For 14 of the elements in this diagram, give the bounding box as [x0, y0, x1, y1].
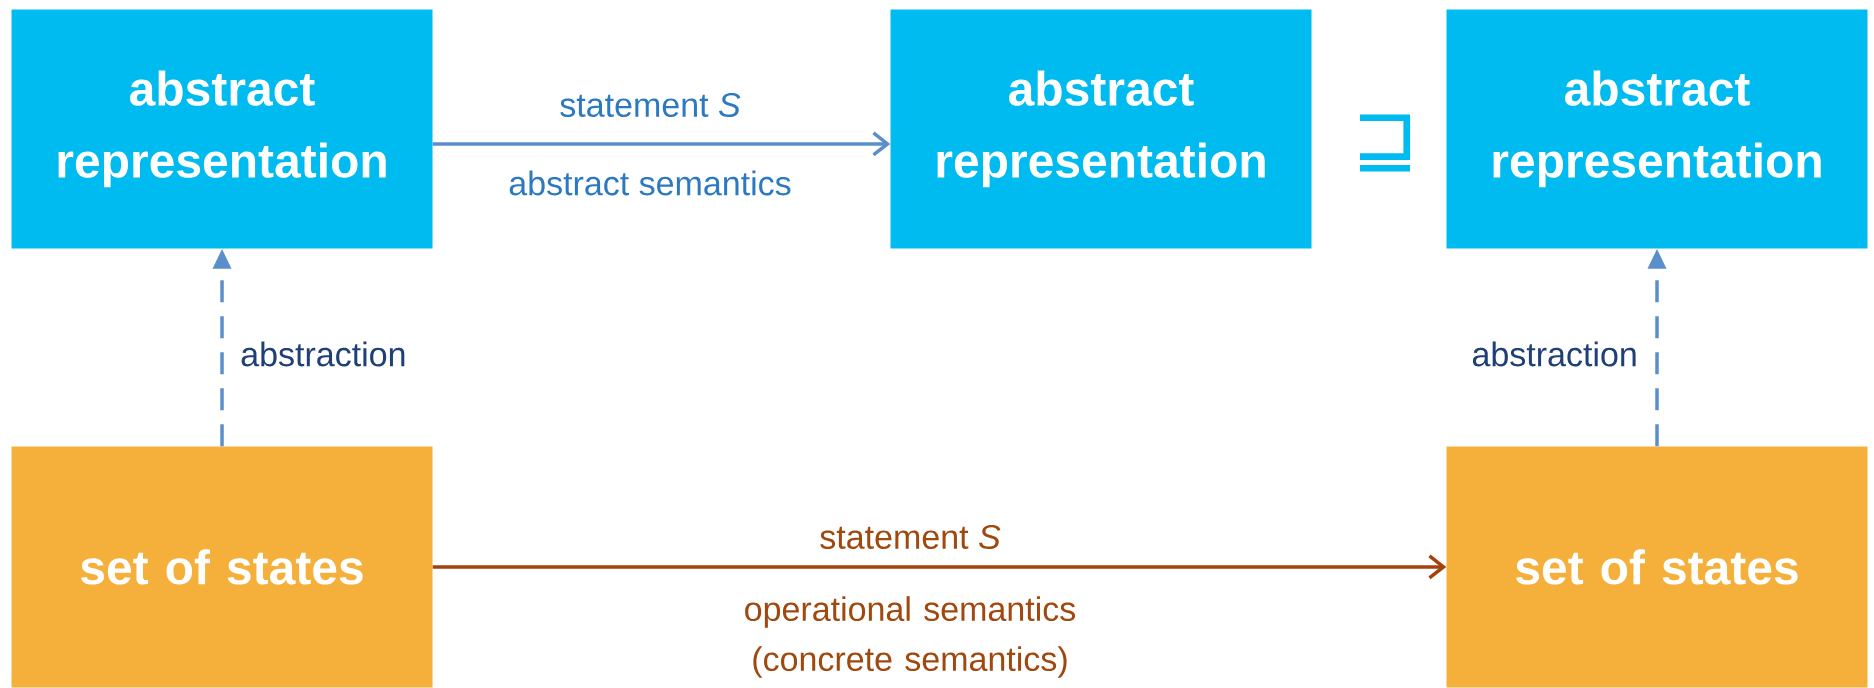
edge-label: statement S [560, 92, 741, 117]
box: set of states [11, 446, 433, 688]
arrow [432, 131, 891, 157]
semantics-label: abstract semantics [509, 170, 791, 196]
edge-label: abstraction [1472, 341, 1636, 367]
arrow [432, 554, 1447, 580]
box: abstract representation [890, 9, 1312, 249]
edge-label: statement S [820, 524, 1001, 549]
semantics-label: operational semantics (concrete semantics) [745, 596, 1076, 678]
box: abstract representation [11, 9, 433, 249]
edge-label: abstraction [241, 341, 405, 367]
box: set of states [1446, 446, 1868, 688]
box: abstract representation [1446, 9, 1868, 249]
relation-symbol: ⊒ [1359, 114, 1411, 172]
